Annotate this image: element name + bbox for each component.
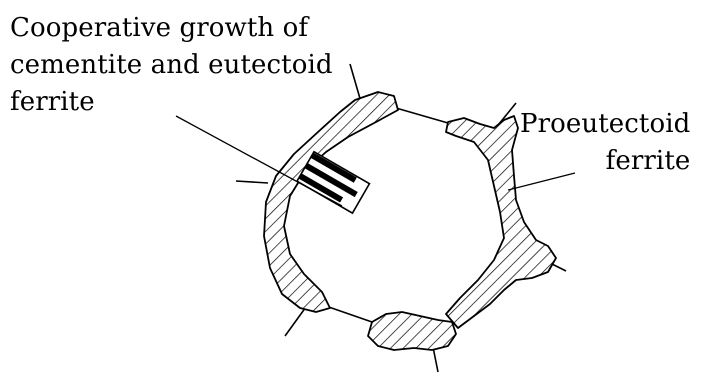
proeutectoid-ferrite-label-line1: Proeutectoid — [520, 106, 690, 143]
cooperative-growth-label-line2: cementite and eutectoid — [10, 47, 333, 84]
cooperative-growth-label-line1: Cooperative growth of — [10, 10, 333, 47]
ferrite-grain-bottom — [368, 312, 456, 350]
grain-boundary-stub-top-left — [350, 64, 361, 102]
proeutectoid-ferrite-label: Proeutectoid ferrite — [520, 106, 690, 180]
ferrite-grains — [264, 92, 556, 350]
ferrite-grain-upper-left — [264, 92, 398, 312]
cooperative-growth-label-line3: ferrite — [10, 84, 333, 121]
proeutectoid-ferrite-label-line2: ferrite — [520, 143, 690, 180]
cooperative-growth-label: Cooperative growth of cementite and eute… — [10, 10, 333, 121]
grain-boundary-top — [396, 108, 448, 123]
pearlite-colony — [297, 152, 369, 213]
grain-boundary-stub-left — [236, 181, 268, 183]
